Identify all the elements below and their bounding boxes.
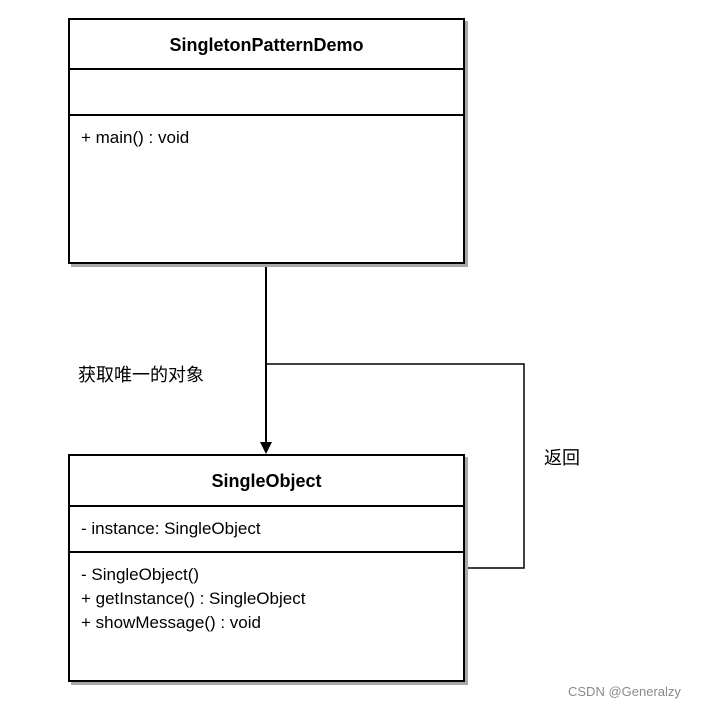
operation: + showMessage() : void bbox=[81, 613, 261, 632]
operations-compartment: + main() : void bbox=[70, 116, 463, 150]
attribute: - instance: SingleObject bbox=[70, 507, 463, 553]
class-singleton-pattern-demo: SingletonPatternDemo + main() : void bbox=[68, 18, 465, 264]
operation: - SingleObject() bbox=[81, 565, 200, 584]
get-instance-arrowhead bbox=[260, 442, 272, 454]
get-instance-label: 获取唯一的对象 bbox=[78, 365, 204, 385]
class-single-object: SingleObject - instance: SingleObject - … bbox=[68, 454, 465, 682]
operations-compartment: - SingleObject() + getInstance() : Singl… bbox=[70, 553, 463, 635]
class-name: SingletonPatternDemo bbox=[70, 20, 463, 70]
watermark: CSDN @Generalzy bbox=[568, 684, 681, 699]
operation: + getInstance() : SingleObject bbox=[81, 589, 306, 608]
return-label: 返回 bbox=[544, 448, 580, 468]
return-connector bbox=[266, 363, 525, 569]
operation: + main() : void bbox=[81, 128, 190, 147]
attributes-compartment bbox=[70, 70, 463, 116]
class-name: SingleObject bbox=[70, 456, 463, 507]
